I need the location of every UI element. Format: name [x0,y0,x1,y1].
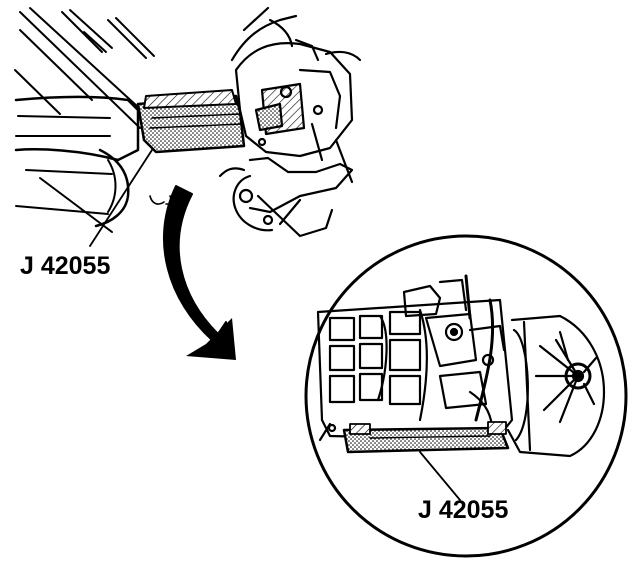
leader-line-lower [419,451,461,501]
tool-j42055-lower [342,421,510,454]
detail-circle-view [304,234,628,558]
tool-callout-lower: J 42055 [418,496,509,524]
detail-circle [304,234,628,558]
tool-j42055-upper [136,89,246,154]
transmission-upper [230,6,362,162]
crossmember [218,138,354,238]
body-panel [14,95,140,162]
curved-arrow [163,185,236,360]
exhaust-pipe [94,148,130,228]
vehicle-underside-view [14,6,362,247]
frame-rails [14,7,155,233]
tool-callout-upper: J 42055 [20,252,111,280]
bell-housing [506,314,606,458]
leader-line-upper [89,149,153,247]
transmission-detail [316,274,514,442]
